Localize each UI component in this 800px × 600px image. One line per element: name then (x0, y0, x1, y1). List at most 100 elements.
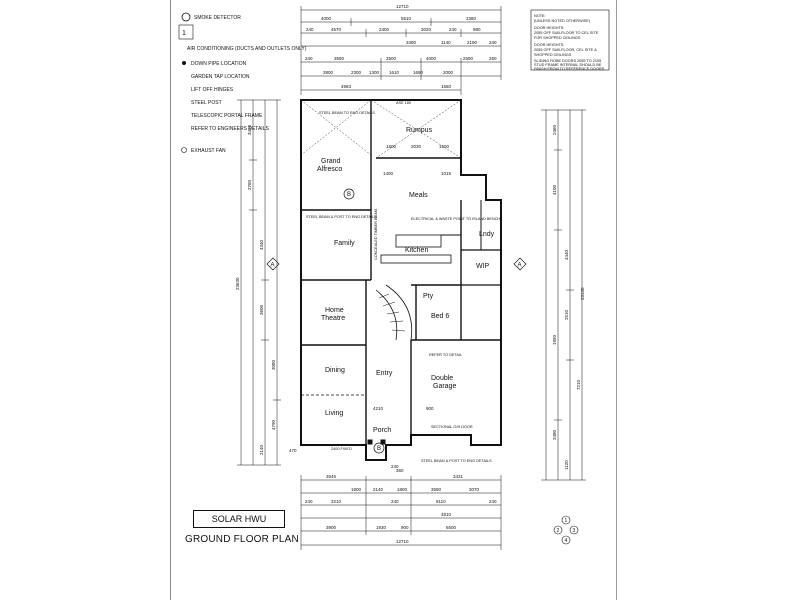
note-line: FOR SHOPPED CEILINGS (534, 36, 581, 40)
exhaust-fan-icon (181, 147, 187, 153)
solar-hwu-label: SOLAR HWU (193, 510, 285, 528)
annotations: STEEL BEAM TO ENG DETAILS ASE 180 ELECTR… (306, 101, 500, 463)
dim-label: 4340 (259, 239, 264, 250)
grid-markers: A A B B (266, 188, 527, 454)
dim-label: 980 (473, 27, 481, 32)
dim-label: 3480 (552, 429, 557, 440)
compass-label: 1 (565, 518, 568, 524)
room-home-theatre-line2: Theatre (321, 315, 345, 322)
dim-label: 3080 (271, 359, 276, 370)
dim-label: 360 (396, 468, 404, 473)
note-line: DOOR HEIGHTS: (534, 43, 564, 47)
dim-label: 6500 (446, 525, 457, 530)
dim-label: 4983 (341, 84, 352, 89)
drawing-sheet: SMOKE DETECTOR 1 AIR CONDITIONING (DUCTS… (170, 0, 617, 600)
dim-label: 240 (489, 499, 497, 504)
section-marker-bottom-label: B (377, 446, 381, 452)
dim-label: 1140 (441, 40, 451, 45)
dim-label: 3900 (326, 525, 337, 530)
room-pantry: Pty (423, 293, 434, 300)
legend-label: EXHAUST FAN (191, 148, 226, 154)
dim-label: 470 (289, 448, 297, 453)
room-wip: WIP (476, 263, 490, 270)
dim-label: 240 (391, 464, 399, 469)
dim-label: 900 (426, 406, 434, 411)
grid-marker-right-label: A (518, 263, 522, 269)
room-bed6: Bed 6 (431, 313, 449, 320)
dim-label: 2380 (466, 16, 477, 21)
dim-label: 3600 (259, 304, 264, 315)
dim-label: 1550 (441, 84, 452, 89)
grid-marker-left (266, 257, 280, 271)
floor-plan-drawing: SMOKE DETECTOR 1 AIR CONDITIONING (DUCTS… (178, 4, 610, 550)
section-marker-top (343, 188, 355, 200)
legend-label: REFER TO ENGINEERS DETAILS (191, 126, 269, 132)
room-porch: Porch (373, 427, 391, 434)
dim-label: 2460 (552, 124, 557, 135)
right-dimension-labels: 23130 2460 4100 4440 2510 1950 7210 3480… (552, 124, 585, 470)
right-dimension-lines (541, 109, 586, 481)
annotation: ASE 180 (396, 101, 411, 105)
room-rumpus: Rumpus (406, 127, 433, 134)
dim-label: 3800 (323, 70, 334, 75)
legend-label: AIR CONDITIONING (DUCTS AND OUTLETS ONLY… (187, 46, 307, 52)
dim-label: 3020 (421, 27, 432, 32)
section-marker-top-label: B (347, 192, 351, 198)
dim-label: 1015 (441, 171, 452, 176)
legend: SMOKE DETECTOR 1 AIR CONDITIONING (DUCTS… (178, 12, 307, 154)
legend-label: LIFT OFF HINGES (191, 87, 234, 93)
legend-label: TELESCOPIC PORTAL FRAME (191, 113, 263, 119)
dim-label: 1300 (369, 70, 380, 75)
annotation: REFER TO DETAIL (429, 353, 462, 357)
dim-label: 4000 (426, 56, 437, 61)
dim-label: 2140 (259, 444, 264, 455)
annotation: STEEL BEAM & POST TO ENG DETAILS (421, 459, 492, 463)
room-double-garage-line1: Double (431, 375, 453, 382)
note-line: FINISH FROM TO REFERENCE DOORS (534, 67, 605, 71)
dim-label: 23130 (580, 287, 585, 300)
dim-label: 4440 (564, 249, 569, 260)
annotation: STEEL BEAM & POST TO ENG DETAILS (306, 215, 377, 219)
dim-label: 3410 (247, 124, 252, 135)
top-dimension-lines (300, 6, 502, 95)
dim-label: 240 (305, 56, 313, 61)
dim-label: 2760 (247, 179, 252, 190)
room-kitchen: Kitchen (405, 247, 428, 254)
note-line: 2055 OFF SUB-FLOOR, CEL SITE & (534, 48, 597, 52)
dim-label: 4810 (441, 512, 452, 517)
legend-label: STEEL POST (191, 100, 222, 106)
legend-label: DOWN PIPE LOCATION (191, 61, 247, 67)
ac-box-icon (178, 24, 194, 40)
annotation: 2400 FIXED (331, 447, 352, 451)
dim-label: 3490 (406, 40, 417, 45)
dim-label: 1800 (397, 487, 408, 492)
dim-label: 3070 (469, 487, 480, 492)
dim-label: 1500 (439, 144, 450, 149)
room-meals: Meals (409, 192, 428, 199)
downpipe-icon (182, 61, 186, 65)
dim-label: 2140 (373, 487, 384, 492)
dim-label: 1690 (413, 70, 424, 75)
smoke-detector-icon (181, 12, 191, 22)
dim-label: 260 (489, 56, 497, 61)
room-dining: Dining (325, 367, 345, 374)
note-line: 2055 OFF SUB-FLOOR TO CEL SITE (534, 31, 599, 35)
dim-label: 1120 (564, 460, 569, 470)
dim-label: 12710 (396, 4, 409, 9)
legend-ac-number: 1 (182, 30, 186, 37)
room-grand-alfresco-line1: Grand (321, 158, 341, 165)
dim-label: 1800 (351, 487, 362, 492)
inner-dimension-labels: 1500 2030 1500 1400 1015 900 4210 360 24… (289, 144, 452, 473)
room-entry: Entry (376, 370, 393, 377)
section-marker-bottom (373, 442, 385, 454)
compass-label: 4 (565, 538, 568, 544)
room-family: Family (334, 240, 355, 247)
dim-label: 3590 (431, 487, 442, 492)
dim-label: 5510 (401, 16, 412, 21)
dim-label: 1500 (386, 144, 397, 149)
building-walls (300, 99, 502, 461)
dim-label: 3590 (334, 56, 345, 61)
note-line: NOTE: (534, 14, 546, 18)
annotation: CONCEALED TIMBER BEAM (374, 209, 378, 260)
